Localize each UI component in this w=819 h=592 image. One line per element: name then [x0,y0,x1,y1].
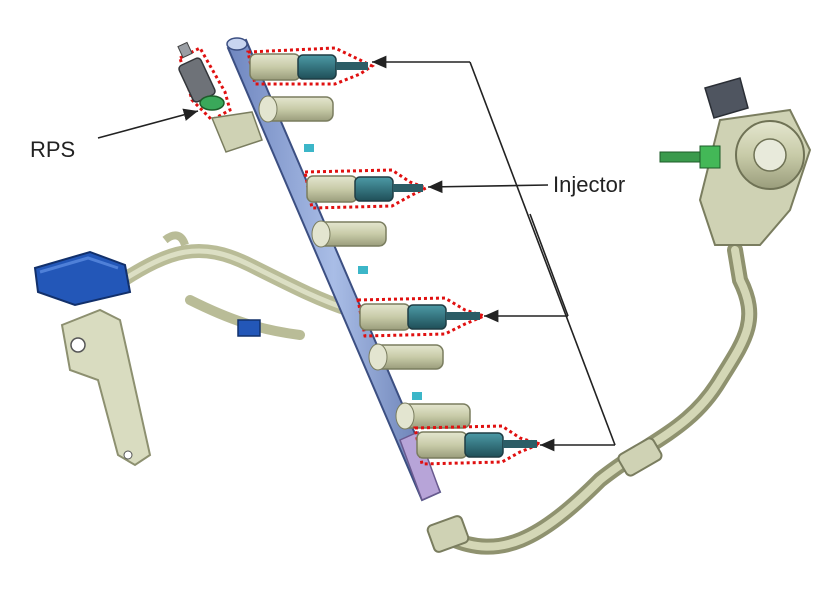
rps-leader-line [97,108,199,139]
fuel-injector-2 [303,168,430,210]
rps-callout: RPS [30,108,199,162]
fuel-injector-1 [246,46,375,86]
fuel-injector-3 [356,296,489,338]
injector-label: Injector [553,172,625,197]
injector-leader-vertical-1 [469,61,616,446]
rail-clips [304,144,422,400]
mounting-bracket [60,308,152,467]
fuel-pipe [426,242,758,555]
rail-pressure-sensor [177,41,263,153]
high-pressure-fuel-pump [659,77,812,246]
fuel-injector-4 [413,424,545,466]
injector-leader-2 [427,180,549,194]
injector-leader-branch [529,213,569,317]
wiring-connector [33,250,261,337]
fuel-rail [226,37,442,502]
injector-callout: Injector [372,55,625,452]
rps-label: RPS [30,137,75,162]
